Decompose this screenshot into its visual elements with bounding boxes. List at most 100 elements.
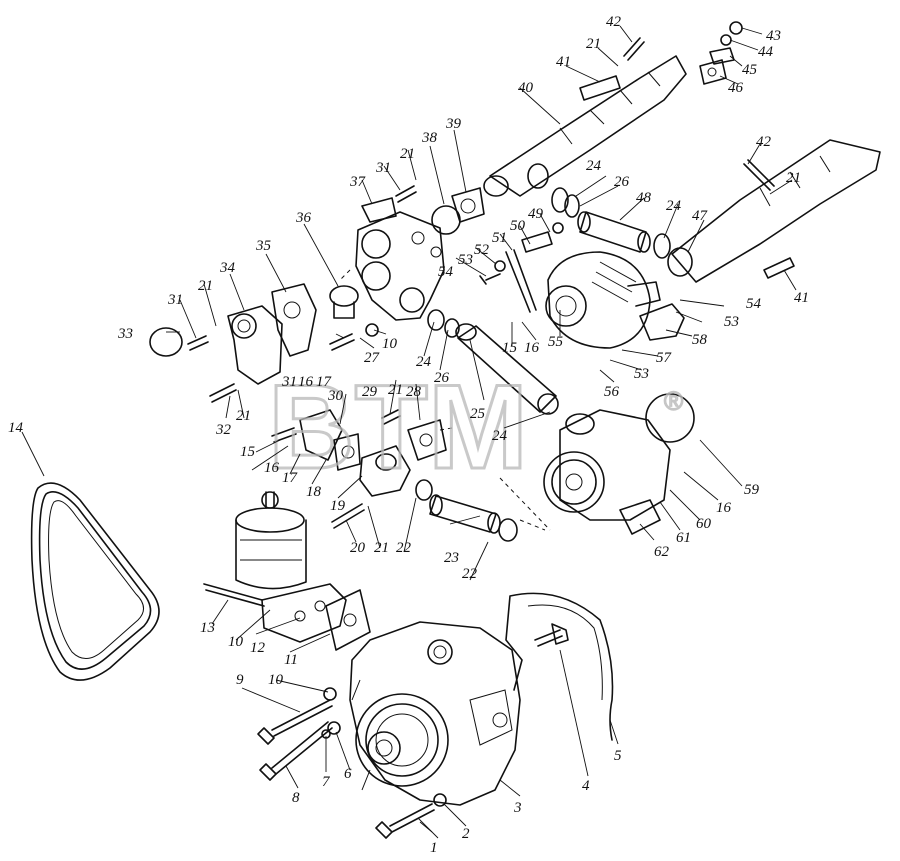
callout-26b: 26 — [614, 174, 630, 190]
bolt-53 — [479, 273, 501, 285]
callout-9: 9 — [236, 672, 244, 688]
washer-49 — [552, 222, 564, 234]
callout-22a: 22 — [396, 540, 412, 556]
washer-44 — [720, 34, 732, 46]
callout-31c: 31 — [281, 374, 297, 390]
exhaust-pipe-47 — [667, 139, 881, 283]
callout-27: 27 — [364, 350, 381, 366]
callout-1: 1 — [430, 840, 438, 856]
long-bolts — [257, 699, 333, 781]
callout-33: 33 — [117, 326, 133, 342]
ring-22a — [415, 479, 433, 501]
washer-10b — [323, 687, 337, 701]
plate-41b — [763, 257, 795, 279]
callout-59: 59 — [744, 482, 760, 498]
front-cover-housing — [349, 621, 521, 806]
callout-51: 51 — [492, 230, 507, 246]
callout-45: 45 — [742, 62, 758, 78]
gasket-59 — [645, 393, 695, 443]
bolt-4 — [534, 623, 569, 647]
callout-54a: 54 — [438, 264, 454, 280]
callout-8: 8 — [292, 790, 300, 806]
callout-52: 52 — [474, 242, 490, 258]
callout-31a: 31 — [167, 292, 183, 308]
callout-15a: 15 — [240, 444, 256, 460]
callout-32: 32 — [215, 422, 232, 438]
callout-12: 12 — [250, 640, 266, 656]
callout-60: 60 — [696, 516, 712, 532]
callout-17b: 17 — [282, 470, 299, 486]
callout-labels: 1 2 3 4 5 6 7 8 9 10 10 10 11 12 13 14 1… — [8, 14, 809, 856]
callout-62: 62 — [654, 544, 670, 560]
nut-52 — [494, 260, 506, 272]
bolt-20 — [331, 503, 365, 529]
washer-10 — [365, 323, 379, 337]
callout-24b: 24 — [492, 428, 508, 444]
callout-41b: 41 — [794, 290, 809, 306]
callout-16d: 16 — [716, 500, 732, 516]
callout-57: 57 — [656, 350, 673, 366]
callout-34: 34 — [219, 260, 236, 276]
thermostat-36 — [329, 285, 359, 319]
bolt-1 — [375, 803, 435, 839]
callout-11: 11 — [284, 652, 298, 668]
callout-10a: 10 — [268, 672, 284, 688]
watermark-registered-mark: ® — [664, 386, 683, 416]
callout-46: 46 — [728, 80, 744, 96]
callout-37: 37 — [349, 174, 367, 190]
washer-2 — [433, 793, 447, 807]
callout-21d: 21 — [388, 382, 403, 398]
callout-21a: 21 — [198, 278, 213, 294]
callout-47: 47 — [692, 208, 709, 224]
callout-55: 55 — [548, 334, 564, 350]
bracket-30 — [299, 409, 361, 471]
callout-29: 29 — [362, 384, 378, 400]
callout-3: 3 — [513, 800, 522, 816]
bolt-31a — [187, 335, 209, 351]
callout-28: 28 — [406, 384, 422, 400]
ring-24c — [427, 309, 445, 331]
flange-28 — [407, 419, 447, 461]
ring-22b — [498, 518, 518, 542]
callout-17a: 17 — [316, 374, 333, 390]
pipe-23 — [429, 494, 501, 534]
nut-43 — [729, 21, 743, 35]
callout-40: 40 — [518, 80, 534, 96]
callout-26a: 26 — [434, 370, 450, 386]
callout-43: 43 — [766, 28, 781, 44]
water-pump-assembly — [543, 409, 671, 535]
cap-33 — [149, 327, 183, 357]
bolt-32 — [209, 383, 237, 403]
plate-46 — [699, 59, 727, 85]
watermark-text: BTM — [268, 360, 528, 494]
plate-41 — [579, 75, 621, 101]
bolt-42 — [623, 37, 645, 61]
ring-24a — [551, 187, 569, 213]
callout-35: 35 — [255, 238, 272, 254]
callout-42a: 42 — [606, 14, 622, 30]
callout-54b: 54 — [746, 296, 762, 312]
thermostat-housing-34 — [227, 305, 283, 385]
callout-18: 18 — [306, 484, 322, 500]
oil-filter-assembly — [203, 491, 371, 651]
ring-24b — [653, 233, 671, 259]
callout-21f: 21 — [586, 36, 601, 52]
callout-36: 36 — [295, 210, 312, 226]
manifold-housing-37 — [355, 197, 445, 321]
exhaust-pipe-40 — [483, 55, 687, 197]
callout-25: 25 — [470, 406, 486, 422]
callout-22b: 22 — [462, 566, 478, 582]
callout-21c: 21 — [400, 146, 415, 162]
bolt-27 — [329, 333, 355, 351]
callout-24d: 24 — [666, 198, 682, 214]
callout-21b: 21 — [236, 408, 251, 424]
callout-31b: 31 — [375, 160, 391, 176]
drive-belt — [30, 482, 160, 681]
bushing-50 — [521, 231, 553, 253]
callout-38: 38 — [421, 130, 438, 146]
callout-16c: 16 — [524, 340, 540, 356]
callout-56: 56 — [604, 384, 620, 400]
callout-19: 19 — [330, 498, 346, 514]
callout-16a: 16 — [298, 374, 314, 390]
pipe-25 — [455, 323, 559, 415]
